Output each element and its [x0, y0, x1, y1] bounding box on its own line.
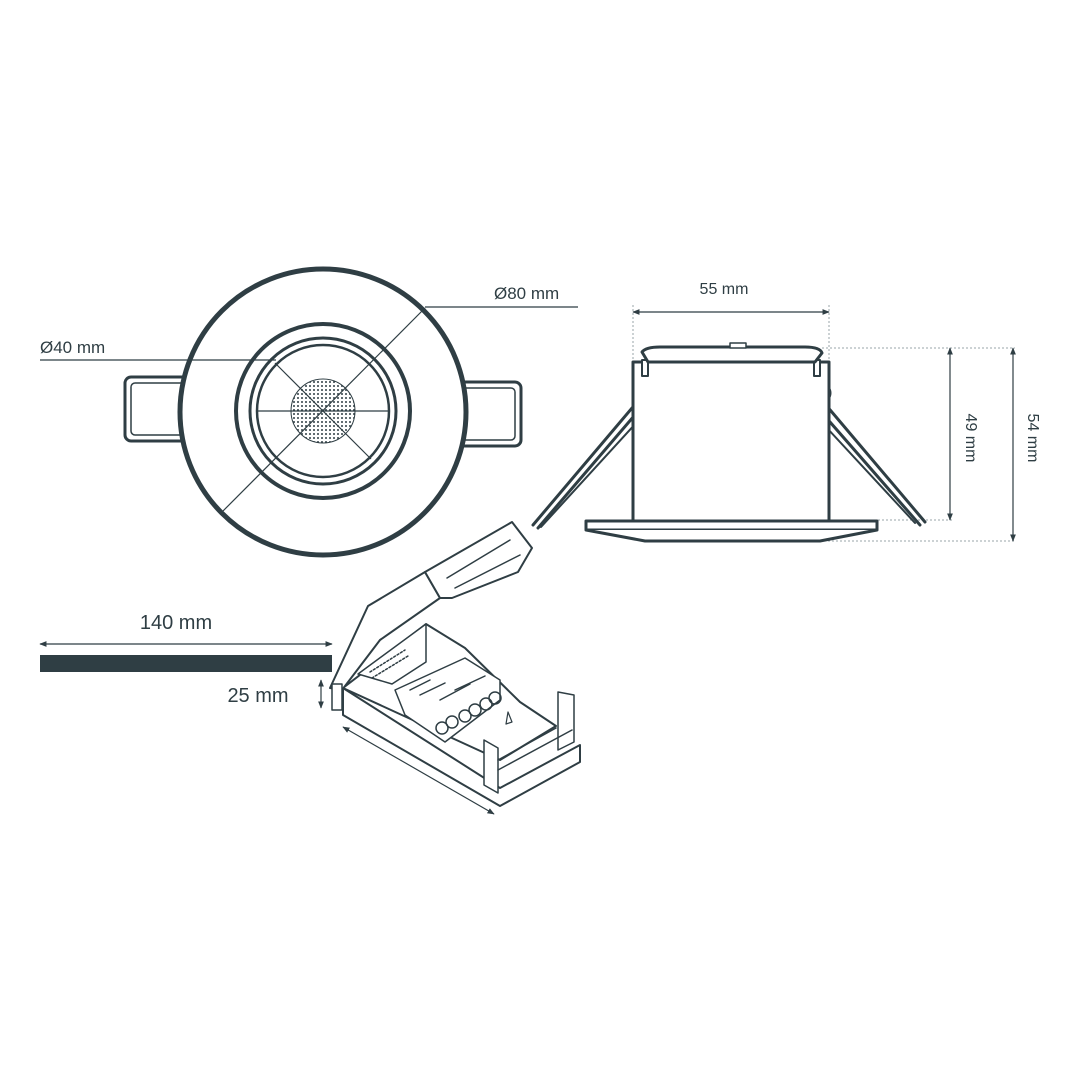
outer-diameter-label: Ø80 mm — [494, 284, 559, 303]
width-label: 55 mm — [700, 281, 749, 298]
inner-diameter-label: Ø40 mm — [40, 338, 105, 357]
sensor-body — [631, 360, 831, 523]
sensor-cap — [640, 345, 824, 364]
diameter-line — [221, 307, 426, 513]
total-height-label: 54 mm — [1024, 414, 1041, 463]
length-label: 140 mm — [140, 612, 212, 634]
side-view: 55 mm 49 mm 54 mm — [531, 281, 1041, 543]
body-height-label: 49 mm — [962, 414, 979, 463]
inner-ring — [234, 322, 412, 500]
height-label: 25 mm — [227, 685, 288, 707]
depth-dimension — [342, 726, 495, 815]
flange — [584, 519, 879, 532]
cable — [40, 655, 332, 672]
junction-box: 140 mm 25 mm — [39, 521, 581, 815]
top-view: Ø80 mm Ø40 mm — [40, 266, 578, 558]
